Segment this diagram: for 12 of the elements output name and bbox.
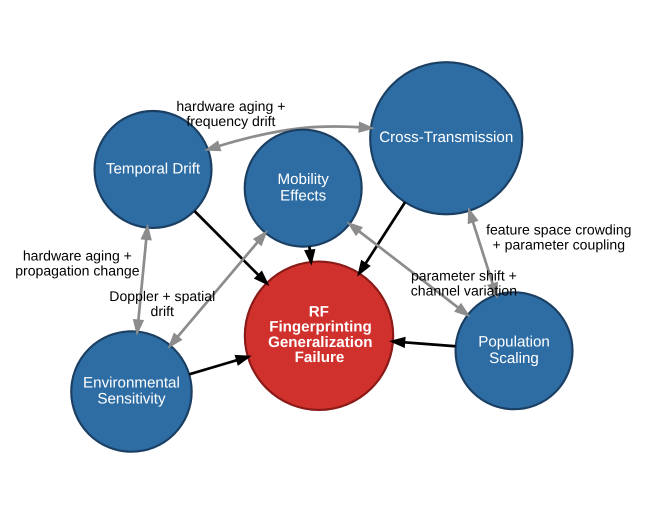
arrow xyxy=(204,122,375,152)
arrow xyxy=(188,354,252,376)
arrow xyxy=(132,224,152,336)
node-circle: Cross-Transmission xyxy=(369,61,524,216)
edge-label: feature space crowding + parameter coupling xyxy=(486,221,632,253)
arrow xyxy=(388,336,456,348)
edge-label: hardware aging + propagation change xyxy=(15,247,140,279)
arrow xyxy=(357,201,406,277)
arrow xyxy=(194,210,270,286)
arrow xyxy=(168,230,268,349)
arrow xyxy=(346,222,470,318)
edge-label: Doppler + spatial drift xyxy=(109,288,216,320)
